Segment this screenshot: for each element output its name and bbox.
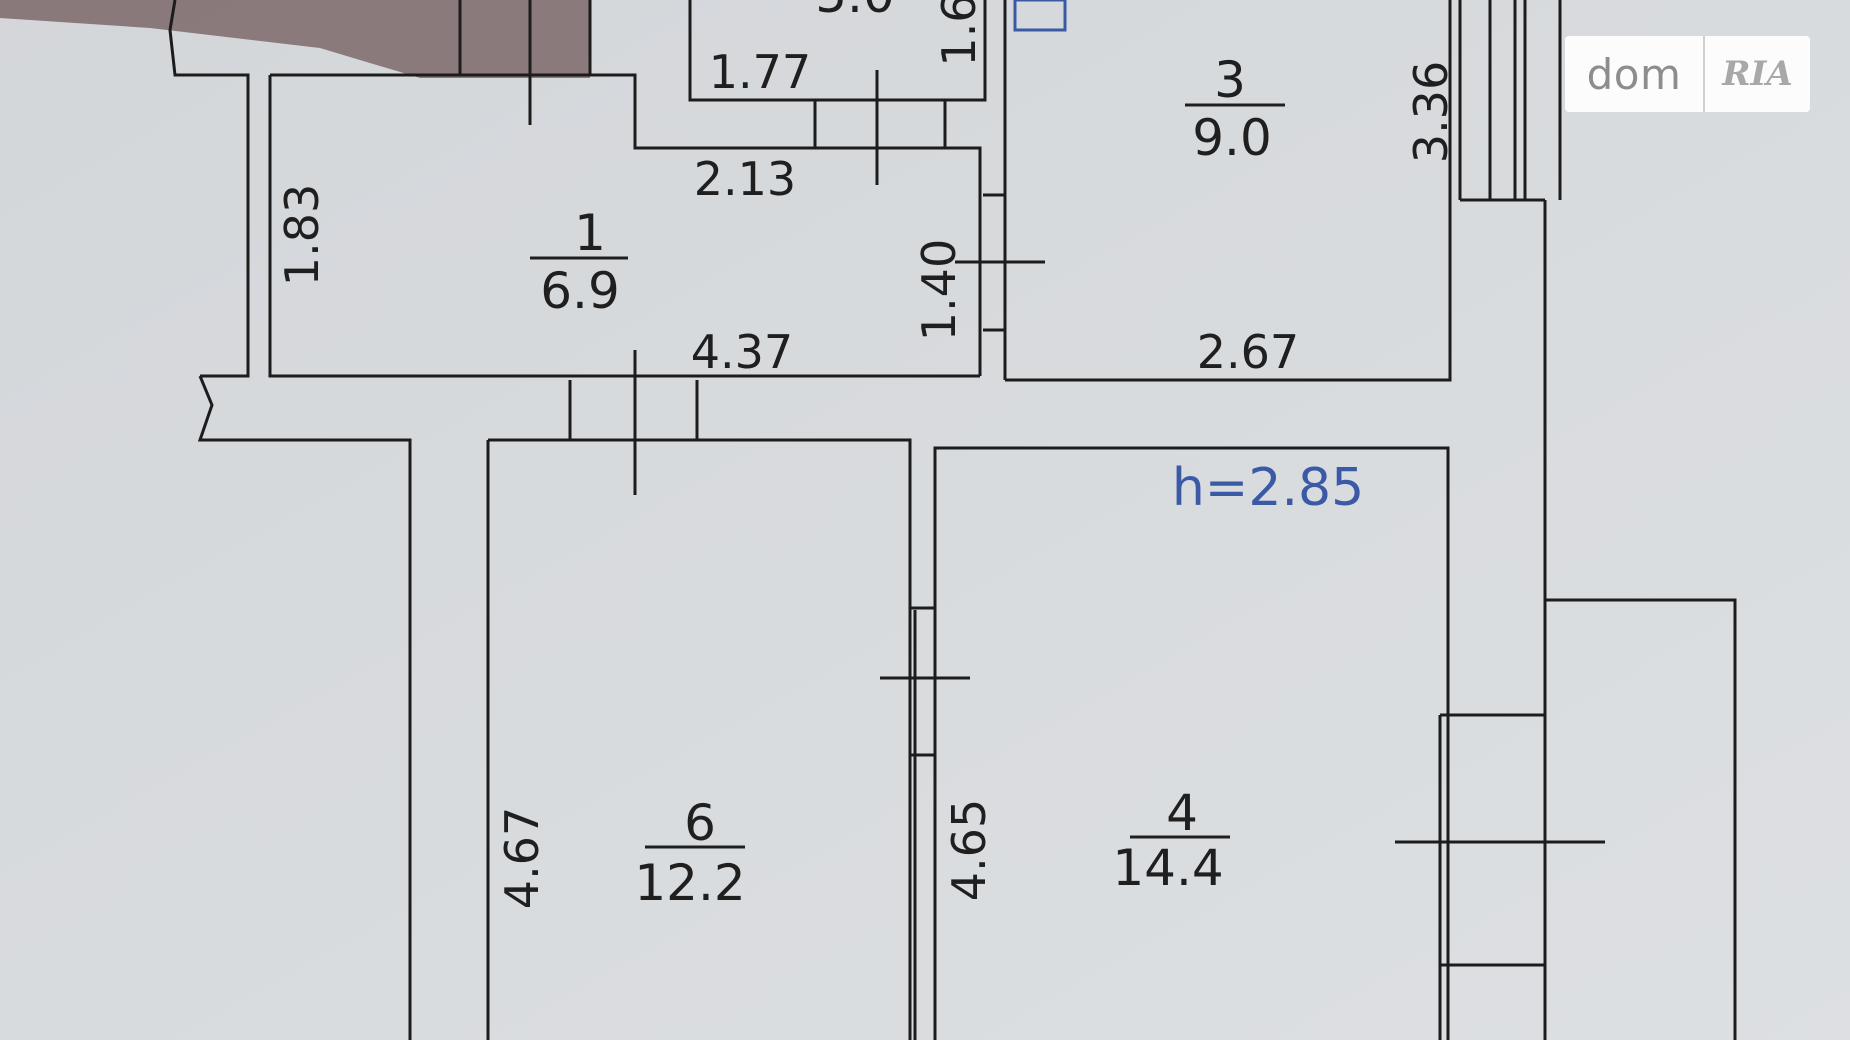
room-1-number: 1	[574, 204, 606, 262]
room-3-number: 3	[1214, 51, 1246, 109]
room-labels: 1 6.9 3 9.0 6 12.2 4 14.4 5.0	[530, 0, 1285, 912]
dim-4-65: 4.65	[942, 799, 996, 901]
dim-4-67: 4.67	[495, 807, 549, 909]
room-4-number: 4	[1166, 784, 1198, 842]
dim-1-40: 1.40	[912, 239, 966, 341]
room-3-area: 9.0	[1192, 109, 1272, 167]
room-5-area: 5.0	[815, 0, 895, 24]
watermark-ria-logo: RIA	[1722, 54, 1793, 94]
watermark-dom-text: dom	[1586, 49, 1682, 99]
walls	[168, 0, 1737, 1040]
dim-1-6: 1.6	[932, 0, 986, 67]
dim-1-83: 1.83	[275, 184, 329, 286]
dim-2-13: 2.13	[694, 152, 796, 206]
dim-2-67: 2.67	[1197, 325, 1299, 379]
dim-1-77: 1.77	[709, 45, 811, 99]
dim-3-36: 3.36	[1404, 61, 1458, 163]
dim-4-37: 4.37	[691, 325, 793, 379]
room-6-area: 12.2	[634, 854, 745, 912]
dimension-labels: 1.83 1.77 1.6 2.13 1.40 4.37 3.36 2.67 4…	[275, 0, 1458, 909]
room-4-area: 14.4	[1112, 839, 1223, 897]
watermark-divider	[1703, 36, 1705, 112]
room-1-area: 6.9	[540, 262, 620, 320]
room-6-number: 6	[684, 794, 716, 852]
dom-ria-watermark: dom RIA	[1565, 36, 1810, 112]
ceiling-height-label: h=2.85	[1172, 458, 1364, 518]
